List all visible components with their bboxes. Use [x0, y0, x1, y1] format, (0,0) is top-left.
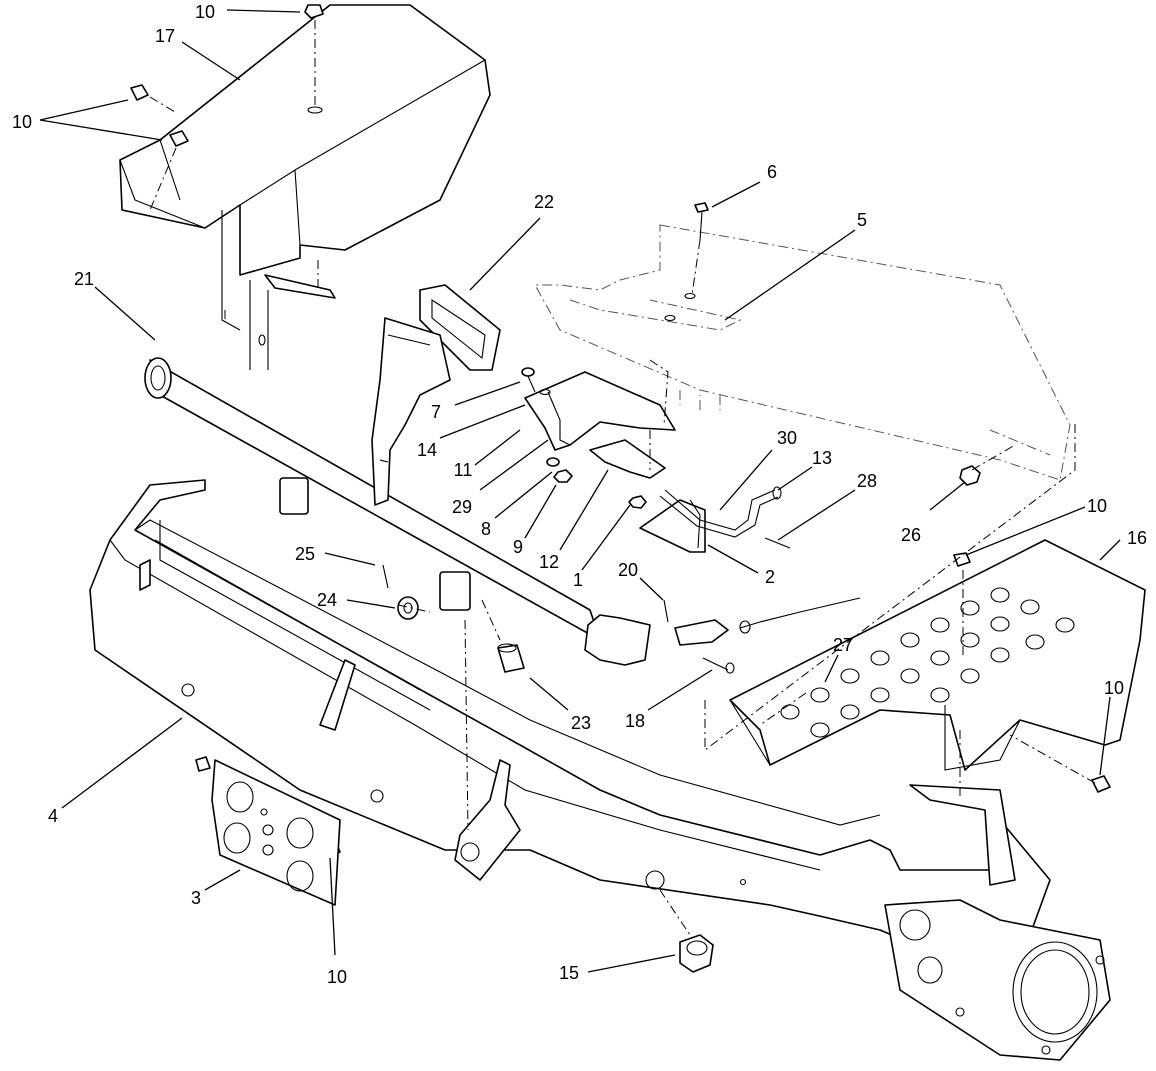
foot-plate-bumps: [780, 587, 1075, 738]
part-4-main-frame: [89, 479, 1111, 1061]
callout-c12: 12: [539, 552, 559, 572]
part-25-cotter-pin: [382, 564, 389, 589]
part-6-screw: [694, 202, 709, 241]
callout-c9: 9: [513, 537, 523, 557]
callout-c2: 2: [765, 567, 775, 587]
callout-c11: 11: [454, 460, 473, 480]
callout-c25: 25: [295, 544, 315, 564]
callout-c17: 17: [155, 26, 175, 46]
part-29-washer: [546, 457, 560, 467]
callout-c7: 7: [431, 402, 441, 422]
callout-c10e: 10: [327, 967, 347, 987]
callout-c27: 27: [833, 635, 853, 655]
clevis-and-cable: [674, 597, 861, 646]
callout-c10a: 10: [195, 2, 215, 22]
callout-c30: 30: [777, 428, 797, 448]
part-5-floor-plate-outline: [534, 224, 1071, 481]
callout-c28: 28: [857, 471, 877, 491]
part-20-cotter-pin: [663, 599, 669, 623]
callout-c24: 24: [317, 590, 337, 610]
callout-c8: 8: [481, 519, 491, 539]
part-8-nut: [553, 469, 573, 483]
part-16-foot-plate: [729, 539, 1146, 771]
callout-c21: 21: [74, 269, 94, 289]
callout-c26: 26: [901, 525, 921, 545]
part-1-nut: [628, 495, 647, 509]
callout-c3: 3: [191, 888, 201, 908]
callout-c20: 20: [618, 560, 638, 580]
pedal-arm: [371, 317, 451, 506]
part-17-upper-cover: [119, 4, 491, 370]
part-2-lever-plate: [639, 499, 706, 553]
callout-c10d: 10: [1104, 678, 1124, 698]
part-14-upper-bracket: [524, 371, 676, 451]
callout-c16: 16: [1127, 528, 1147, 548]
part-3-mount-plate: [211, 759, 341, 906]
callout-c22: 22: [534, 192, 554, 212]
callout-leaders: [39, 9, 1121, 973]
callout-c13: 13: [812, 448, 832, 468]
callout-c6: 6: [767, 162, 777, 182]
part-23-pin: [497, 643, 525, 673]
part-26-locknut: [959, 465, 981, 486]
part-22-pedal-pad: [419, 284, 501, 371]
callout-c10c: 10: [1087, 496, 1107, 516]
part-30-control-rod: [659, 486, 782, 538]
part-15-grommet: [679, 934, 714, 973]
callout-labels: 10 17 10 6 5 22 21 7 14 11 29 8 9 12 1 3…: [12, 2, 1147, 987]
callout-c5: 5: [857, 210, 867, 230]
callout-c10b: 10: [12, 112, 32, 132]
part-24-washer: [397, 596, 419, 620]
callout-c23: 23: [571, 713, 591, 733]
part-28-pin: [764, 537, 791, 549]
callout-c4: 4: [48, 806, 58, 826]
callout-c18: 18: [625, 711, 645, 731]
callout-c1: 1: [573, 570, 583, 590]
callout-c14: 14: [417, 440, 437, 460]
callout-c29: 29: [452, 497, 472, 517]
part-12-lower-bracket: [589, 439, 666, 479]
callout-c15: 15: [559, 963, 579, 983]
part-18-clevis-pin: [702, 657, 735, 674]
part-7-bolt: [521, 367, 536, 393]
assembly-centerlines: [149, 20, 1096, 936]
